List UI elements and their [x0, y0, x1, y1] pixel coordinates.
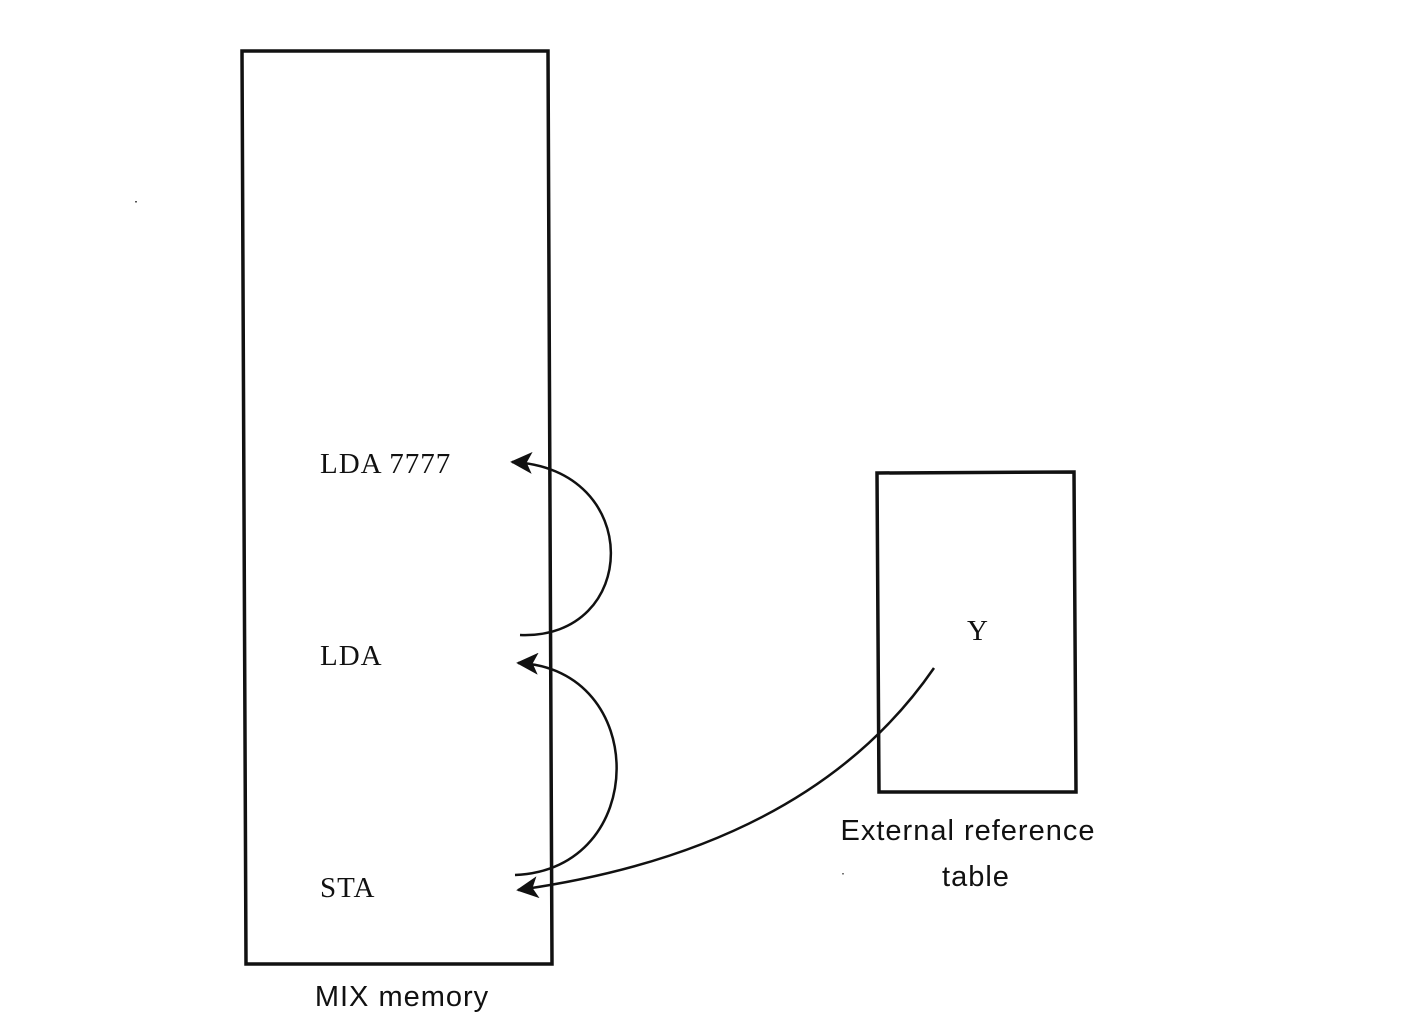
table-entry-y: Y [967, 615, 989, 647]
external-reference-caption-line2: table [942, 861, 1010, 893]
link-arrow-y-to-sta [516, 667, 936, 899]
speck-mark [135, 201, 137, 203]
mix-memory-box [240, 49, 554, 966]
memory-entry-sta: STA [320, 872, 375, 904]
link-arrow-sta-to-lda [514, 652, 618, 877]
mix-memory-caption: MIX memory [315, 981, 489, 1013]
memory-entry-lda: LDA [320, 640, 383, 672]
speck-mark [842, 873, 844, 875]
external-reference-table-box [875, 470, 1078, 794]
memory-entry-lda-7777: LDA 7777 [320, 448, 451, 480]
link-arrow-lda-to-lda-7777 [510, 451, 612, 637]
external-reference-caption-line1: External reference [841, 815, 1096, 847]
